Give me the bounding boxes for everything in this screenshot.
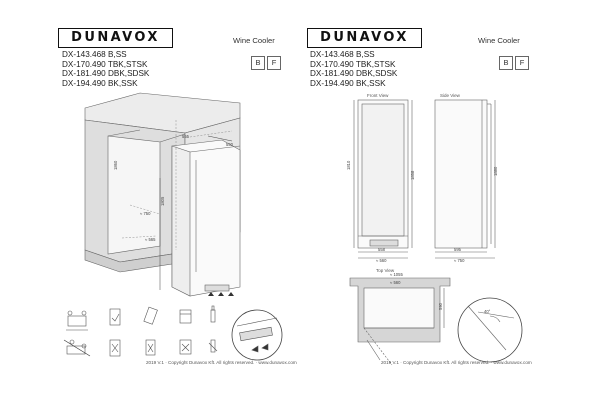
side-view-outline: [434, 99, 488, 249]
copyright-text: 2019 V.1 · Copyright Dunavox Kft. All ri…: [381, 360, 532, 365]
dim-label: 1805: [160, 196, 165, 206]
side-view-label: Side View: [440, 93, 460, 98]
dim-label: ≈ 750: [454, 258, 465, 263]
model-list: DX-143.468 B,SS DX-170.490 TBK,STSK DX-1…: [310, 50, 397, 88]
dim-label: ≈ 565: [145, 237, 156, 242]
dim-label: ≈ 1055: [390, 272, 403, 277]
badge-b: B: [251, 56, 265, 70]
upright-check-icon: [109, 308, 121, 326]
installation-drawing: 555 550 1860 ≈ 750 ≈ 565 1805: [63, 92, 283, 361]
hinge-detail-circle: [457, 297, 523, 363]
model-item: DX-194.490 BK,SSK: [310, 78, 386, 88]
dim-label: 40°: [484, 309, 491, 314]
box-check-icon: [179, 309, 192, 324]
brand-logo: DUNAVOX: [307, 28, 422, 48]
dim-label: 595: [454, 247, 462, 252]
bottle-check-icon: [210, 305, 216, 323]
bottle-cross-icon: [208, 339, 218, 353]
brand-logo: DUNAVOX: [58, 28, 173, 48]
dim-label: ≈ 560: [376, 258, 387, 263]
dim-label: 550: [226, 142, 234, 147]
tilt-cross-icon: [145, 339, 156, 356]
model-item: DX-143.468 B,SS: [62, 50, 127, 59]
category-label: Wine Cooler: [478, 36, 520, 45]
model-item: DX-170.490 TBK,STSK: [310, 59, 396, 69]
category-label: Wine Cooler: [233, 36, 275, 45]
right-page: DUNAVOX DX-143.468 B,SS DX-170.490 TBK,S…: [300, 0, 600, 400]
airflow-arrows: [208, 292, 234, 296]
dim-label: 590: [438, 302, 443, 310]
dim-label: 1858: [410, 170, 415, 180]
detail-circle: [231, 309, 283, 361]
lying-carry-icon: [63, 339, 91, 357]
dim-label: ≈ 750: [140, 211, 151, 216]
left-page: DUNAVOX DX-143.468 B,SS DX-170.490 TBK,S…: [58, 28, 297, 365]
model-item: DX-181.490 DBK,SDSK: [62, 69, 150, 79]
model-list: DX-143.468 B,SS DX-170.490 TBK,STSK DX-1…: [62, 50, 149, 88]
model-item: DX-194.490 BK,SSK: [62, 78, 138, 88]
tilt-check-icon: [143, 306, 158, 325]
lying-cross-icon: [109, 339, 121, 357]
dim-label: ≈ 560: [390, 280, 401, 285]
two-person-carry-icon: [66, 310, 88, 331]
badge-f: F: [515, 56, 529, 70]
model-item: DX-181.490 DBK,SDSK: [310, 69, 398, 79]
dim-label: 1880: [493, 166, 498, 176]
model-item: DX-170.490 TBK,STSK: [62, 59, 148, 69]
badge-f: F: [267, 56, 281, 70]
front-view-label: Front View: [367, 93, 389, 98]
dim-label: 558: [378, 247, 386, 252]
top-view-label: Top View: [376, 268, 395, 273]
dim-label: 1860: [113, 160, 118, 170]
badge-b: B: [499, 56, 513, 70]
model-item: DX-143.468 B,SS: [310, 50, 375, 59]
handling-icons: [63, 305, 283, 361]
copyright-text: 2019 V.1 · Copyright Dunavox Kft. All ri…: [146, 360, 297, 365]
dimension-drawing: 1810 1858 1880 558 ≈ 560 595 ≈ 750 ≈ 105…: [346, 99, 523, 366]
box-cross-icon: [179, 339, 192, 355]
dim-label: 555: [182, 134, 190, 139]
dim-label: 1810: [346, 160, 351, 170]
